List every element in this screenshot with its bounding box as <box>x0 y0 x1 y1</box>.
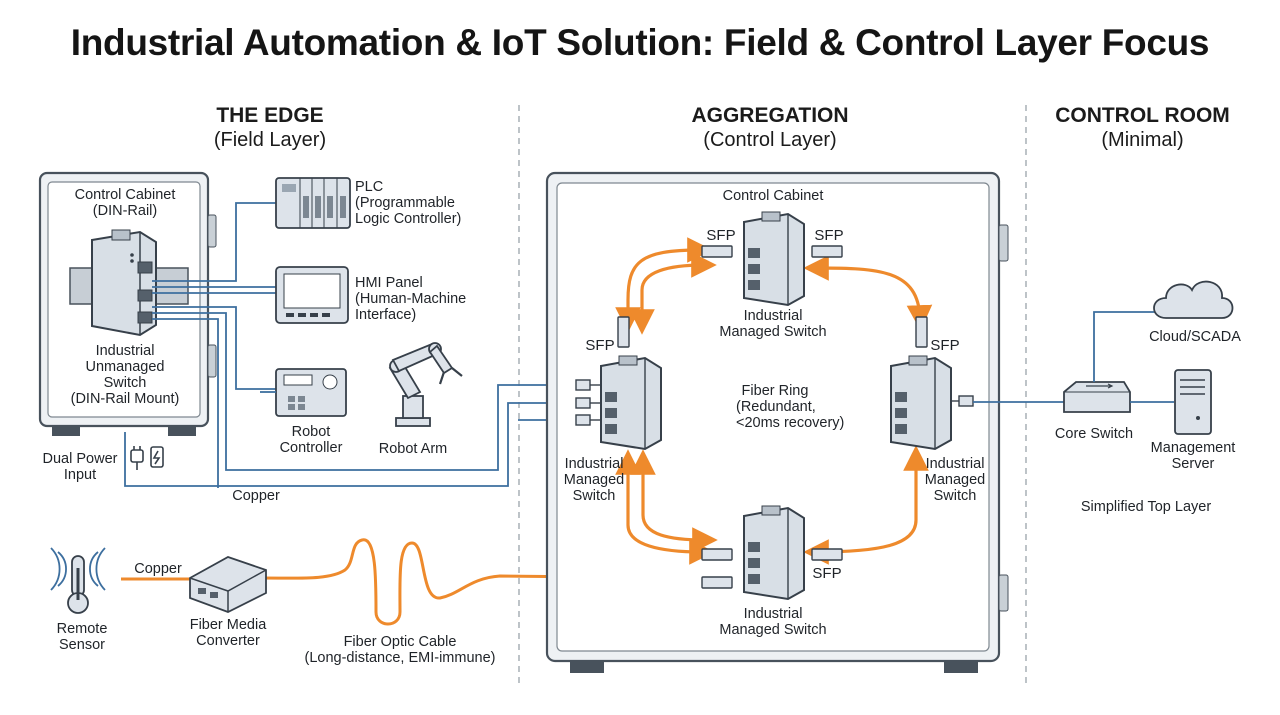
left-managed-switch-label: Industrial Managed Switch <box>554 456 634 504</box>
top-managed-switch-label-line-2: Managed Switch <box>719 324 827 340</box>
sfp-label-top-right: SFP <box>814 227 844 244</box>
copper-cables-edge <box>124 202 578 488</box>
media-converter-label-line-1: Fiber Media <box>189 617 267 633</box>
fiber-optic-cable <box>261 538 701 626</box>
hmi-label-line-2: (Human-Machine <box>355 291 467 307</box>
managed-switch-bottom-icon <box>743 505 805 601</box>
server-icon <box>1174 369 1212 435</box>
unmanaged-switch-label-line-1: Industrial <box>95 343 155 359</box>
management-server-label: Management Server <box>1140 440 1246 472</box>
unmanaged-switch-label-line-3: Switch <box>103 375 147 391</box>
robot-controller-label-line-1: Robot <box>291 424 331 440</box>
bottom-managed-switch-label: Industrial Managed Switch <box>703 606 843 638</box>
bottom-managed-switch-label-line-2: Managed Switch <box>719 622 827 638</box>
left-managed-switch-label-line-1: Industrial <box>564 456 624 472</box>
section-subtitle-control-room: (Minimal) <box>1101 129 1184 151</box>
robot-controller-icon <box>260 368 347 417</box>
plc-label: PLC (Programmable Logic Controller) <box>355 179 461 227</box>
fiber-ring-label-line-2: (Redundant, <box>736 399 816 415</box>
dual-power-label-line-2: Input <box>63 467 97 483</box>
section-subtitle-aggregation: (Control Layer) <box>703 129 837 151</box>
sfp-label-left: SFP <box>585 337 615 354</box>
fiber-ring-label-line-1: Fiber Ring <box>741 383 809 399</box>
section-header-aggregation: AGGREGATION (Control Layer) <box>670 104 870 152</box>
edge-cabinet-label-line-2: (DIN-Rail) <box>92 203 158 219</box>
managed-switch-right-icon <box>890 355 952 451</box>
copper-label-top: Copper <box>232 488 280 504</box>
fiber-media-converter-icon <box>189 556 267 613</box>
robot-arm-icon <box>388 342 463 427</box>
sfp-label-top-left: SFP <box>706 227 736 244</box>
unmanaged-switch-label-line-2: Unmanaged <box>85 359 165 375</box>
sfp-module-icons <box>617 245 928 589</box>
section-title-aggregation: AGGREGATION <box>691 104 849 127</box>
unmanaged-switch-label-line-4: (DIN-Rail Mount) <box>70 391 180 407</box>
uplink-to-core <box>951 395 1064 407</box>
dual-power-label: Dual Power Input <box>30 451 130 483</box>
cloud-icon <box>1153 280 1234 319</box>
hmi-label: HMI Panel (Human-Machine Interface) <box>355 275 466 323</box>
dual-power-label-line-1: Dual Power <box>42 451 118 467</box>
robot-controller-label-line-2: Controller <box>279 440 343 456</box>
section-header-edge: THE EDGE (Field Layer) <box>180 104 360 152</box>
aggregation-cabinet-label: Control Cabinet <box>722 188 824 204</box>
copper-label-bottom: Copper <box>134 561 182 577</box>
fiber-cable-label-line-1: Fiber Optic Cable <box>343 634 457 650</box>
left-managed-switch-label-line-3: Switch <box>572 488 616 504</box>
bottom-managed-switch-label-line-1: Industrial <box>743 606 803 622</box>
cloud-scada-label: Cloud/SCADA <box>1149 329 1241 345</box>
core-switch-icon <box>1063 381 1131 413</box>
section-subtitle-edge: (Field Layer) <box>213 129 327 151</box>
unmanaged-switch-label: Industrial Unmanaged Switch (DIN-Rail Mo… <box>55 343 195 407</box>
robot-controller-label: Robot Controller <box>261 424 361 456</box>
plc-label-line-2: (Programmable <box>355 195 455 211</box>
hmi-panel-icon <box>275 266 349 324</box>
fiber-ring-label-line-3: <20ms recovery) <box>736 415 845 431</box>
fiber-cable-label: Fiber Optic Cable (Long-distance, EMI-im… <box>290 634 510 666</box>
top-managed-switch-label-line-1: Industrial <box>743 308 803 324</box>
core-switch-label: Core Switch <box>1054 426 1134 442</box>
robot-arm-label: Robot Arm <box>378 441 448 457</box>
right-managed-switch-label-line-3: Switch <box>933 488 977 504</box>
sfp-label-bottom-right: SFP <box>812 565 842 582</box>
remote-sensor-icon <box>50 547 106 614</box>
right-managed-switch-label: Industrial Managed Switch <box>915 456 995 504</box>
power-plug-icon <box>130 446 144 470</box>
section-title-control-room: CONTROL ROOM <box>1055 104 1230 127</box>
management-server-label-line-1: Management <box>1150 440 1236 456</box>
unmanaged-switch-icon <box>91 229 157 337</box>
media-converter-label-line-2: Converter <box>196 633 260 649</box>
managed-switch-left-icon <box>600 355 662 451</box>
rj45-connectors <box>575 379 600 426</box>
plc-icon <box>275 177 351 229</box>
managed-switch-top-icon <box>743 211 805 307</box>
left-managed-switch-label-line-2: Managed <box>563 472 625 488</box>
edge-cabinet-label: Control Cabinet (DIN-Rail) <box>55 187 195 219</box>
fiber-ring-label: Fiber Ring (Redundant, <20ms recovery) <box>736 383 845 431</box>
remote-sensor-label-line-1: Remote <box>56 621 108 637</box>
hmi-label-line-1: HMI Panel <box>355 275 423 291</box>
hmi-label-line-3: Interface) <box>355 307 417 323</box>
diagram-title: Industrial Automation & IoT Solution: Fi… <box>70 22 1210 63</box>
plc-label-line-1: PLC <box>355 179 384 195</box>
simplified-top-layer-note: Simplified Top Layer <box>1080 499 1212 515</box>
plc-label-line-3: Logic Controller) <box>355 211 462 227</box>
fiber-cable-label-line-2: (Long-distance, EMI-immune) <box>304 650 496 666</box>
remote-sensor-label-line-2: Sensor <box>59 637 105 653</box>
sfp-label-right: SFP <box>930 337 960 354</box>
section-title-edge: THE EDGE <box>216 104 324 127</box>
right-managed-switch-label-line-2: Managed <box>924 472 986 488</box>
battery-icon <box>150 446 164 468</box>
right-managed-switch-label-line-1: Industrial <box>925 456 985 472</box>
media-converter-label: Fiber Media Converter <box>168 617 288 649</box>
top-managed-switch-label: Industrial Managed Switch <box>703 308 843 340</box>
remote-sensor-label: Remote Sensor <box>32 621 132 653</box>
management-server-label-line-2: Server <box>1171 456 1215 472</box>
section-header-control-room: CONTROL ROOM (Minimal) <box>1040 104 1245 152</box>
edge-cabinet-label-line-1: Control Cabinet <box>74 187 176 203</box>
control-room-links <box>1093 311 1174 403</box>
